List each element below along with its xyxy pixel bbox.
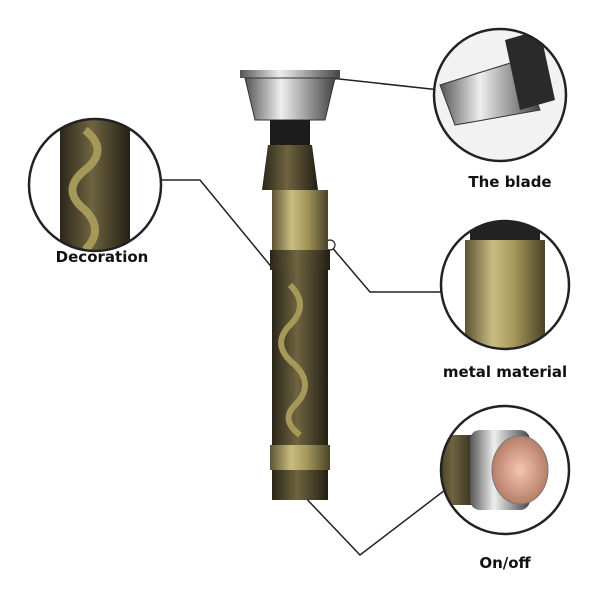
onoff-label: On/off — [479, 554, 531, 572]
decoration-detail-circle — [29, 119, 161, 251]
blade-callout-line — [329, 77, 441, 91]
blade-detail-circle — [434, 29, 566, 161]
blade-label: The blade — [468, 173, 552, 191]
decoration-callout-line — [160, 179, 293, 293]
onoff-detail-circle — [441, 406, 569, 534]
decoration-label: Decoration — [55, 248, 149, 266]
trimmer — [240, 70, 340, 500]
metal-material-label: metal material — [442, 363, 568, 381]
metal-detail-circle — [441, 221, 569, 349]
onoff-callout-line — [299, 489, 446, 557]
metal-callout-line — [329, 244, 442, 293]
callout-lines — [160, 77, 446, 557]
